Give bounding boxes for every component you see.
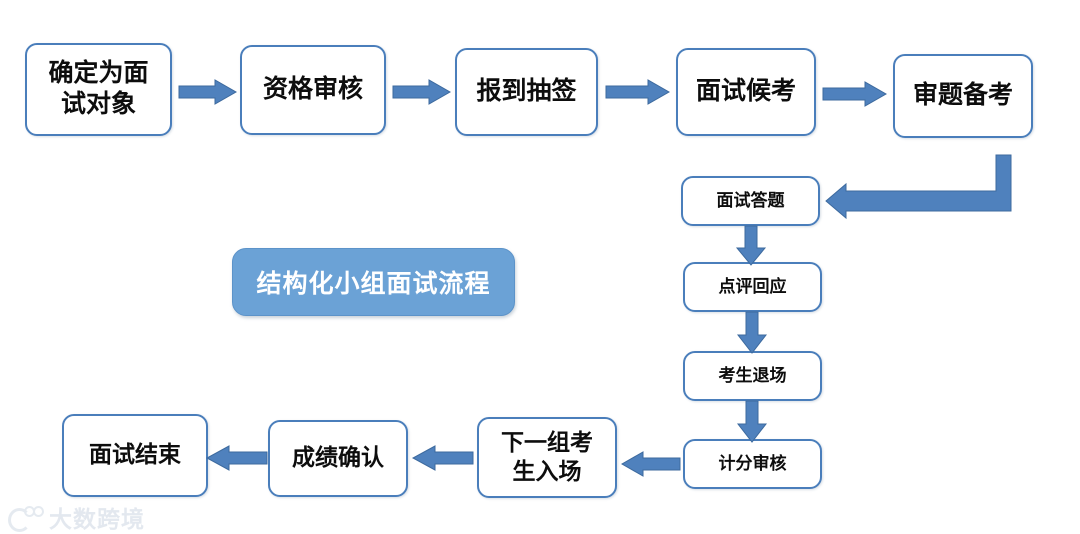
edge-n4-n5-arrow-right [822, 80, 888, 108]
diagram-title-banner: 结构化小组面试流程 [232, 248, 515, 316]
flow-node-candidate-exit[interactable]: 考生退场 [683, 351, 822, 401]
flow-node-comment-response[interactable]: 点评回应 [683, 262, 822, 312]
flow-node-confirm-interviewee[interactable]: 确定为面 试对象 [25, 43, 172, 136]
edge-n10-n11-arrow-left [411, 444, 474, 472]
flow-node-label: 计分审核 [718, 453, 787, 473]
flow-node-label: 资格审核 [262, 75, 363, 103]
edge-n5-n6-elbow-connector [825, 154, 1012, 220]
edge-n1-n2-arrow-right [178, 78, 238, 106]
flow-node-question-preparation[interactable]: 审题备考 [893, 54, 1033, 138]
flow-node-label: 审题备考 [912, 81, 1013, 109]
flow-node-label: 报到抽签 [476, 77, 577, 105]
flow-node-interview-answer[interactable]: 面试答题 [681, 176, 820, 226]
flow-node-label: 下一组考 生入场 [501, 430, 593, 484]
flow-node-label: 面试候考 [695, 77, 796, 105]
flow-node-interview-end[interactable]: 面试结束 [62, 414, 208, 497]
flow-node-label: 点评回应 [718, 276, 787, 296]
flow-node-label: 考生退场 [718, 365, 787, 385]
edge-n3-n4-arrow-right [605, 78, 671, 106]
diagram-title-text: 结构化小组面试流程 [256, 271, 491, 298]
edge-n9-n10-arrow-left [620, 450, 681, 478]
edge-n11-n12-arrow-left [205, 444, 268, 472]
watermark-text: 大数跨境 [49, 506, 145, 532]
watermark: 大数跨境 [8, 500, 145, 534]
edge-n6-n7-arrow-down [735, 225, 767, 266]
flow-node-label: 成绩确认 [292, 445, 384, 471]
flow-node-report-and-draw[interactable]: 报到抽签 [455, 48, 598, 136]
flow-node-label: 面试答题 [716, 190, 785, 210]
flow-node-score-confirmation[interactable]: 成绩确认 [268, 420, 408, 497]
flow-node-label: 面试结束 [89, 442, 181, 468]
edge-n2-n3-arrow-right [392, 78, 452, 106]
edge-n8-n9-arrow-down [736, 400, 768, 443]
flow-node-label: 确定为面 试对象 [48, 60, 149, 118]
flow-node-score-review[interactable]: 计分审核 [683, 439, 822, 489]
watermark-logo-icon [8, 505, 44, 532]
edge-n7-n8-arrow-down [736, 311, 768, 354]
flow-node-next-group-entry[interactable]: 下一组考 生入场 [477, 417, 617, 498]
flow-node-waiting-room[interactable]: 面试候考 [676, 48, 816, 136]
flow-node-qualification-review[interactable]: 资格审核 [240, 45, 386, 135]
